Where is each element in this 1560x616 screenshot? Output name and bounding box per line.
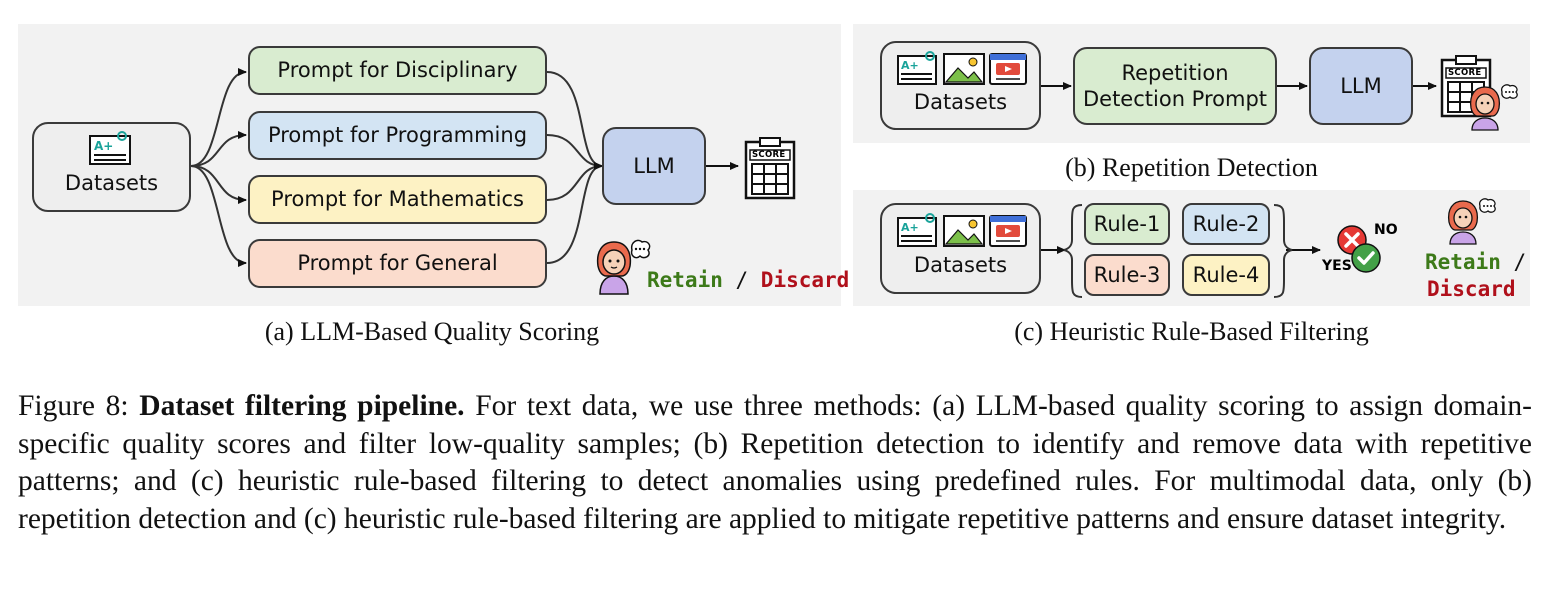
llm-label-b: LLM xyxy=(1340,73,1382,98)
svg-text:A+: A+ xyxy=(901,221,919,234)
yes-label: YES xyxy=(1322,258,1352,274)
prompt-programming-label: Prompt for Programming xyxy=(267,123,528,148)
image-icon xyxy=(943,53,985,85)
datasets-label: Datasets xyxy=(64,170,159,195)
caption-panel-b: (b) Repetition Detection xyxy=(1065,153,1318,182)
arrow-general-to-llm xyxy=(546,162,603,264)
llm-label-a: LLM xyxy=(633,153,675,178)
separator-a: / xyxy=(722,268,761,292)
rule-2-label: Rule-2 xyxy=(1192,211,1260,236)
rule-4-box: Rule-4 xyxy=(1182,254,1270,296)
rules-left-brace xyxy=(1063,204,1083,298)
llm-box-a: LLM xyxy=(602,127,706,205)
document-grade-icon: A+ xyxy=(897,51,937,85)
caption-panel-a: (a) LLM-Based Quality Scoring xyxy=(264,317,600,346)
repetition-prompt-label: Repetition Detection Prompt xyxy=(1082,60,1268,111)
score-label-b: SCORE xyxy=(1448,68,1482,78)
caption-panel-c: (c) Heuristic Rule-Based Filtering xyxy=(1014,317,1369,346)
rules-right-brace xyxy=(1273,204,1293,298)
arrow-datasets-to-disciplinary xyxy=(190,68,247,167)
retain-discard-label-a: Retain / Discard xyxy=(647,268,849,292)
retain-label-a: Retain xyxy=(647,268,723,292)
no-label: NO xyxy=(1374,222,1398,238)
video-icon xyxy=(989,215,1027,247)
arrow-datasets-to-mathematics xyxy=(190,165,247,204)
rule-1-box: Rule-1 xyxy=(1084,203,1170,245)
prompt-disciplinary-box: Prompt for Disciplinary xyxy=(248,46,547,95)
figure-caption-label: Figure 8: xyxy=(18,390,140,422)
score-label-a: SCORE xyxy=(752,150,786,160)
svg-text:A+: A+ xyxy=(94,139,113,153)
yes-no-decision-icon: NO YES xyxy=(1322,222,1404,280)
rule-1-label: Rule-1 xyxy=(1093,211,1161,236)
thinking-person-icon-c xyxy=(1447,198,1496,245)
thinking-person-icon-b xyxy=(1469,84,1518,131)
prompt-general-box: Prompt for General xyxy=(248,239,547,288)
discard-label-a: Discard xyxy=(760,268,850,292)
prompt-mathematics-label: Prompt for Mathematics xyxy=(271,187,524,212)
figure-caption-text: For text data, we use three methods: (a)… xyxy=(18,390,1532,535)
svg-text:A+: A+ xyxy=(901,59,919,72)
video-icon xyxy=(989,53,1027,85)
discard-label-c-wrap: Discard xyxy=(1427,277,1516,301)
multimodal-icons-b: A+ xyxy=(897,51,1027,85)
prompt-programming-box: Prompt for Programming xyxy=(248,111,547,160)
prompt-general-label: Prompt for General xyxy=(297,251,498,276)
separator-c: / xyxy=(1500,250,1527,274)
datasets-label-b: Datasets xyxy=(913,89,1008,114)
datasets-label-c: Datasets xyxy=(913,252,1008,277)
llm-box-b: LLM xyxy=(1309,47,1413,125)
rule-4-label: Rule-4 xyxy=(1192,262,1260,287)
score-sheet-icon: SCORE xyxy=(744,136,796,200)
figure-caption: Figure 8: Dataset filtering pipeline. Fo… xyxy=(18,388,1532,538)
document-grade-icon: A+ xyxy=(89,131,131,165)
rule-2-box: Rule-2 xyxy=(1182,203,1270,245)
arrow-datasets-to-programming xyxy=(190,131,247,167)
rule-3-label: Rule-3 xyxy=(1093,262,1161,287)
thinking-person-icon xyxy=(596,239,651,295)
repetition-prompt-box: Repetition Detection Prompt xyxy=(1073,47,1277,125)
arrow-datasets-to-general xyxy=(190,165,247,267)
retain-label-c: Retain xyxy=(1425,250,1501,274)
discard-label-c: Discard xyxy=(1427,277,1516,301)
multimodal-icons-c: A+ xyxy=(897,213,1027,247)
prompt-disciplinary-label: Prompt for Disciplinary xyxy=(277,58,518,83)
rule-3-box: Rule-3 xyxy=(1084,254,1170,296)
arrow-disciplinary-to-llm xyxy=(546,71,603,170)
retain-label-c-wrap: Retain / xyxy=(1425,250,1526,274)
figure-caption-bold: Dataset filtering pipeline. xyxy=(139,390,465,422)
document-grade-icon: A+ xyxy=(897,213,937,247)
prompt-mathematics-box: Prompt for Mathematics xyxy=(248,175,547,224)
image-icon xyxy=(943,215,985,247)
